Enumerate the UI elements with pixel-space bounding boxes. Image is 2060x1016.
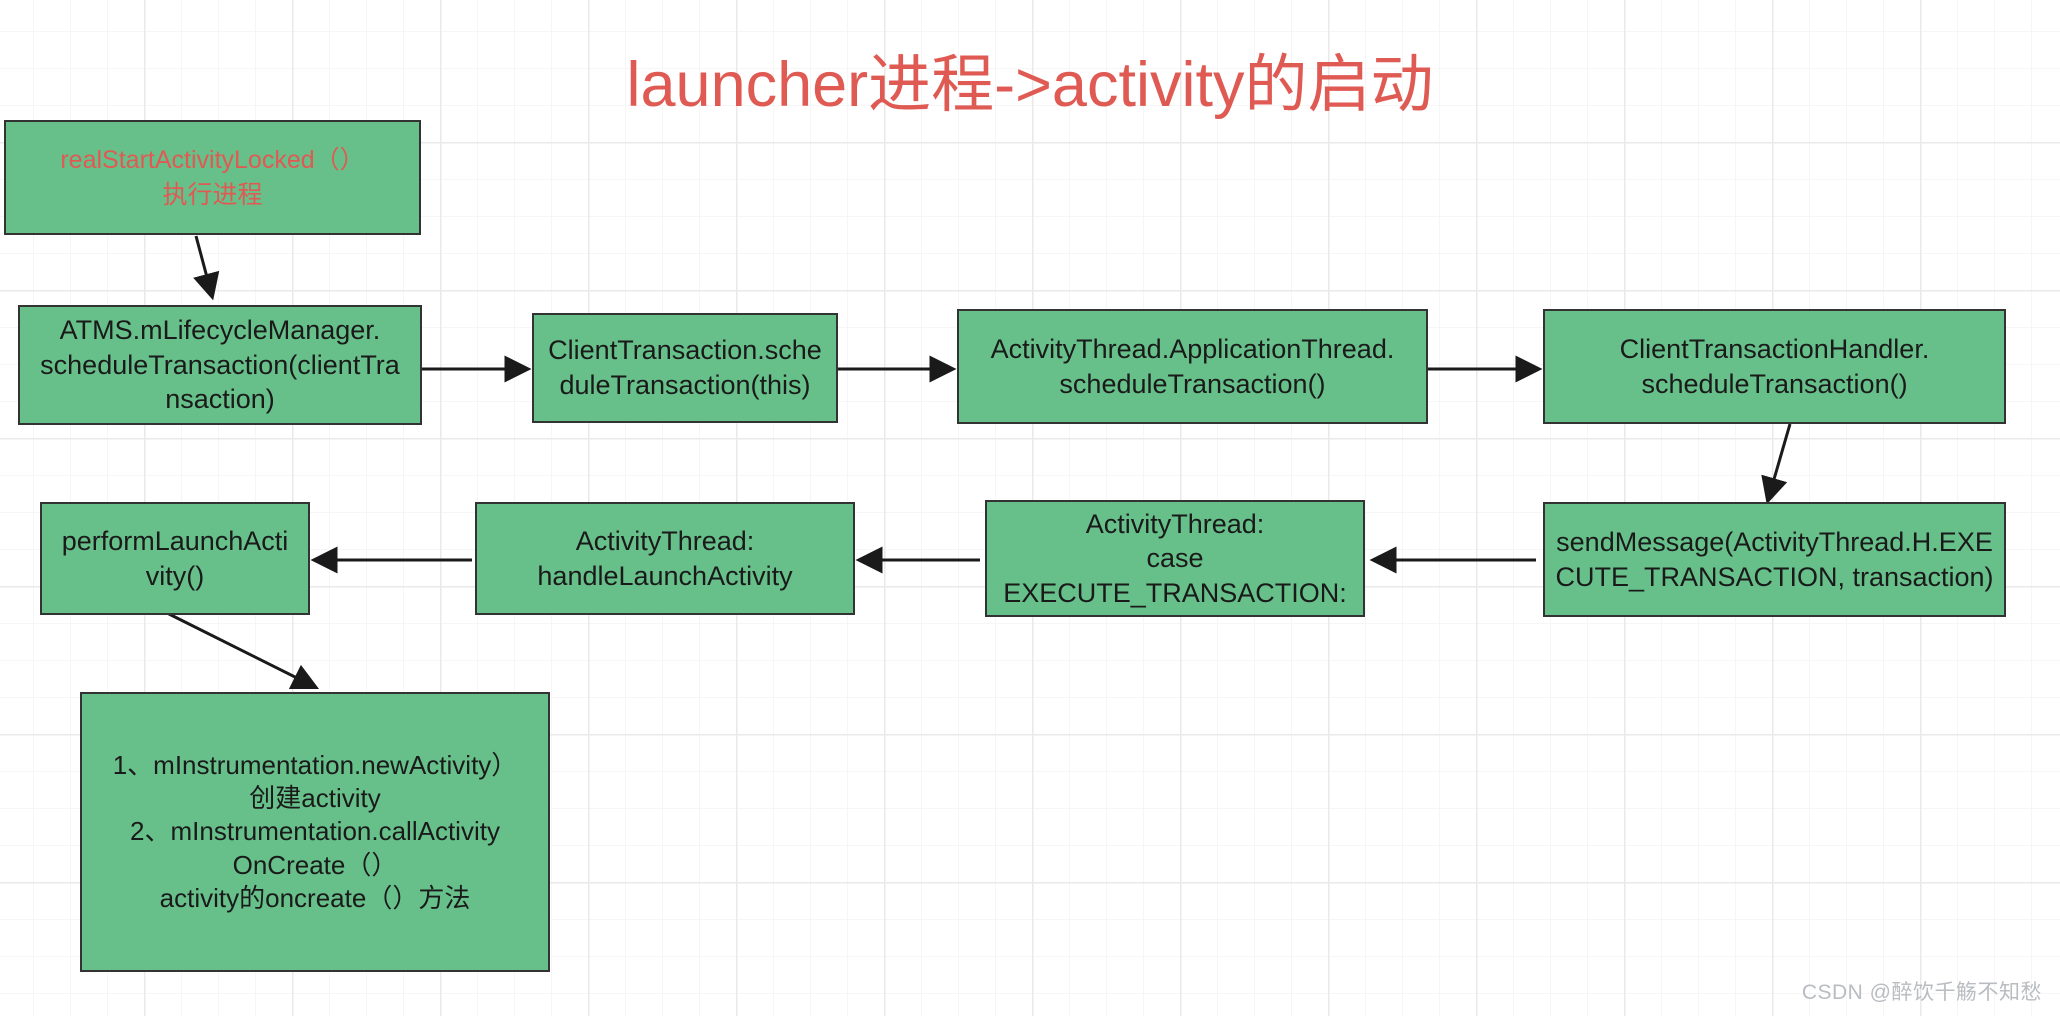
node-activity-thread-case-execute[interactable]: ActivityThread: case EXECUTE_TRANSACTION… <box>985 500 1365 617</box>
node-instrumentation-steps[interactable]: 1、mInstrumentation.newActivity） 创建activi… <box>80 692 550 972</box>
node-perform-launch-activity[interactable]: performLaunchActi vity() <box>40 502 310 615</box>
node-atms-schedule-transaction[interactable]: ATMS.mLifecycleManager. scheduleTransact… <box>18 305 422 425</box>
edge-handler-to-send-message <box>1761 423 1792 505</box>
node-activity-thread-handle-launch[interactable]: ActivityThread: handleLaunchActivity <box>475 502 855 615</box>
node-activity-thread-app-thread-schedule[interactable]: ActivityThread.ApplicationThread. schedu… <box>957 309 1428 424</box>
node-client-transaction-schedule[interactable]: ClientTransaction.sche duleTransaction(t… <box>532 313 838 423</box>
node-real-start-activity-locked[interactable]: realStartActivityLocked（） 执行进程 <box>4 120 421 235</box>
watermark-label: CSDN @醉饮千觞不知愁 <box>1801 981 2042 1004</box>
edge-real-start-to-atms <box>193 235 220 301</box>
page-title: launcher进程->activity的启动 <box>626 50 1434 120</box>
node-client-transaction-handler-schedule[interactable]: ClientTransactionHandler. scheduleTransa… <box>1543 309 2006 424</box>
node-send-message-execute-transaction[interactable]: sendMessage(ActivityThread.H.EXE CUTE_TR… <box>1543 502 2006 617</box>
edge-perform-launch-to-instrumentation <box>164 610 320 690</box>
